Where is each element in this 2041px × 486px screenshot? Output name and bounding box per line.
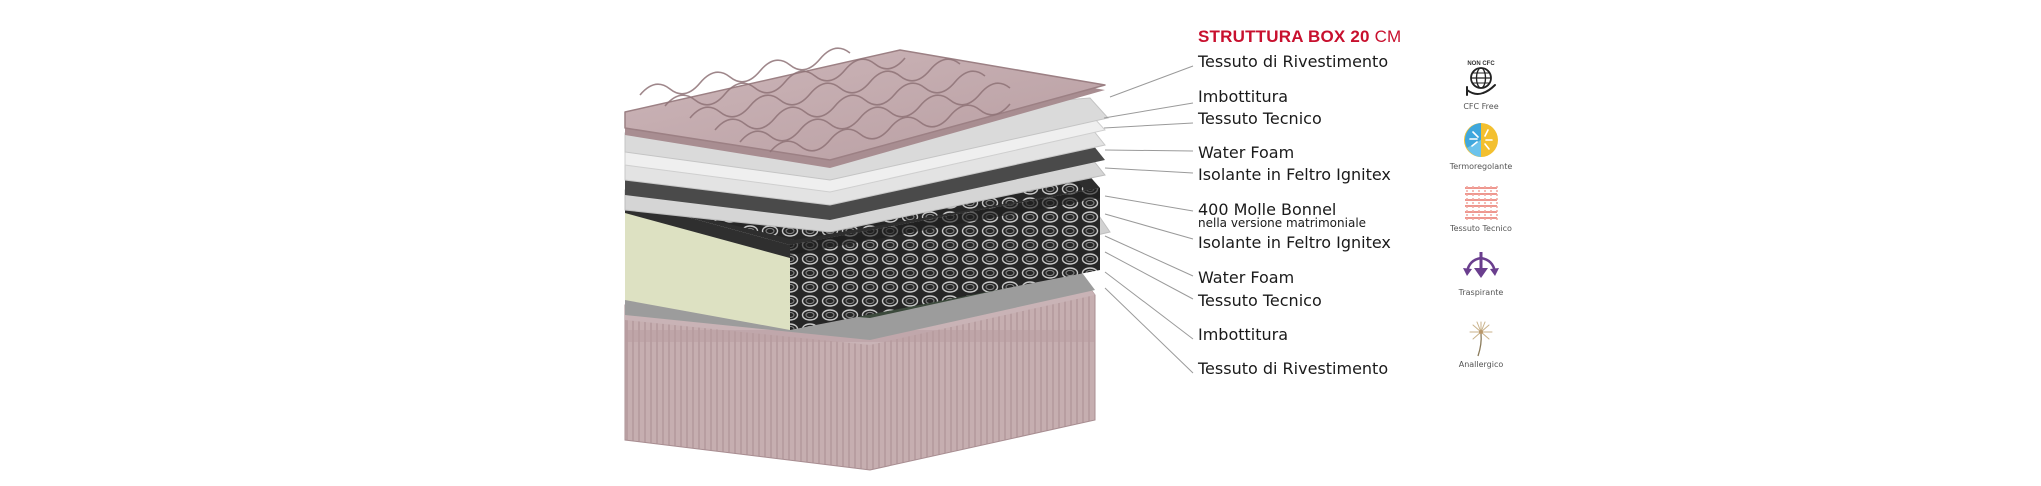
layer-label: Imbottitura: [1198, 325, 1289, 344]
layer-label: Tessuto di Rivestimento: [1198, 359, 1389, 378]
leader-lines: [1103, 65, 1194, 374]
layer-label: Tessuto Tecnico: [1198, 109, 1322, 128]
feature-anallergico: Anallergico: [1441, 318, 1521, 369]
feature-label: Termoregolante: [1449, 162, 1513, 171]
leader-line: [1109, 65, 1194, 98]
layer-label: Tessuto di Rivestimento: [1198, 52, 1389, 71]
leader-line: [1104, 235, 1194, 277]
layer-label: Water Foam: [1198, 268, 1295, 287]
leader-line: [1104, 287, 1194, 374]
leader-line: [1103, 122, 1194, 129]
dandelion-icon: [1469, 321, 1493, 357]
leader-line: [1104, 149, 1194, 152]
feature-termoregolante: Termoregolante: [1441, 120, 1521, 171]
layer-label: Isolante in Feltro Ignitex: [1198, 233, 1391, 252]
globe-hand-icon: NON CFC: [1466, 61, 1496, 96]
feature-label: Anallergico: [1458, 360, 1504, 369]
layer-label: Tessuto Tecnico: [1198, 291, 1322, 310]
feature-traspirante: Traspirante: [1441, 248, 1521, 297]
breathable-arrows-icon: [1463, 252, 1499, 278]
thermoregulating-icon: [1464, 123, 1498, 157]
top-cover-layer: [624, 47, 1106, 168]
leader-line: [1104, 251, 1194, 300]
leader-line: [1104, 213, 1194, 240]
feature-cfc-free: NON CFC CFC Free: [1441, 58, 1521, 111]
title-unit: CM: [1374, 27, 1402, 46]
diagram-title: STRUTTURA BOX 20 CM: [1198, 27, 1401, 47]
layer-label: Imbottitura: [1198, 87, 1289, 106]
title-text: STRUTTURA BOX 20: [1198, 27, 1370, 46]
feature-tessuto-tecnico: Tessuto Tecnico: [1441, 182, 1521, 233]
leader-line: [1104, 195, 1194, 212]
feature-label: Traspirante: [1458, 288, 1504, 297]
cfc-badge-text: NON CFC: [1467, 61, 1495, 67]
layer-label: Isolante in Feltro Ignitex: [1198, 165, 1391, 184]
layer-label: 400 Molle Bonnel: [1198, 200, 1337, 219]
layer-label: Water Foam: [1198, 143, 1295, 162]
leader-line: [1104, 271, 1194, 340]
leader-line: [1104, 167, 1194, 174]
feature-label: Tessuto Tecnico: [1450, 224, 1512, 233]
spring-note: nella versione matrimoniale: [1198, 216, 1367, 230]
leader-line: [1103, 102, 1194, 119]
feature-label: CFC Free: [1463, 102, 1499, 111]
technical-fabric-icon: [1465, 186, 1498, 220]
